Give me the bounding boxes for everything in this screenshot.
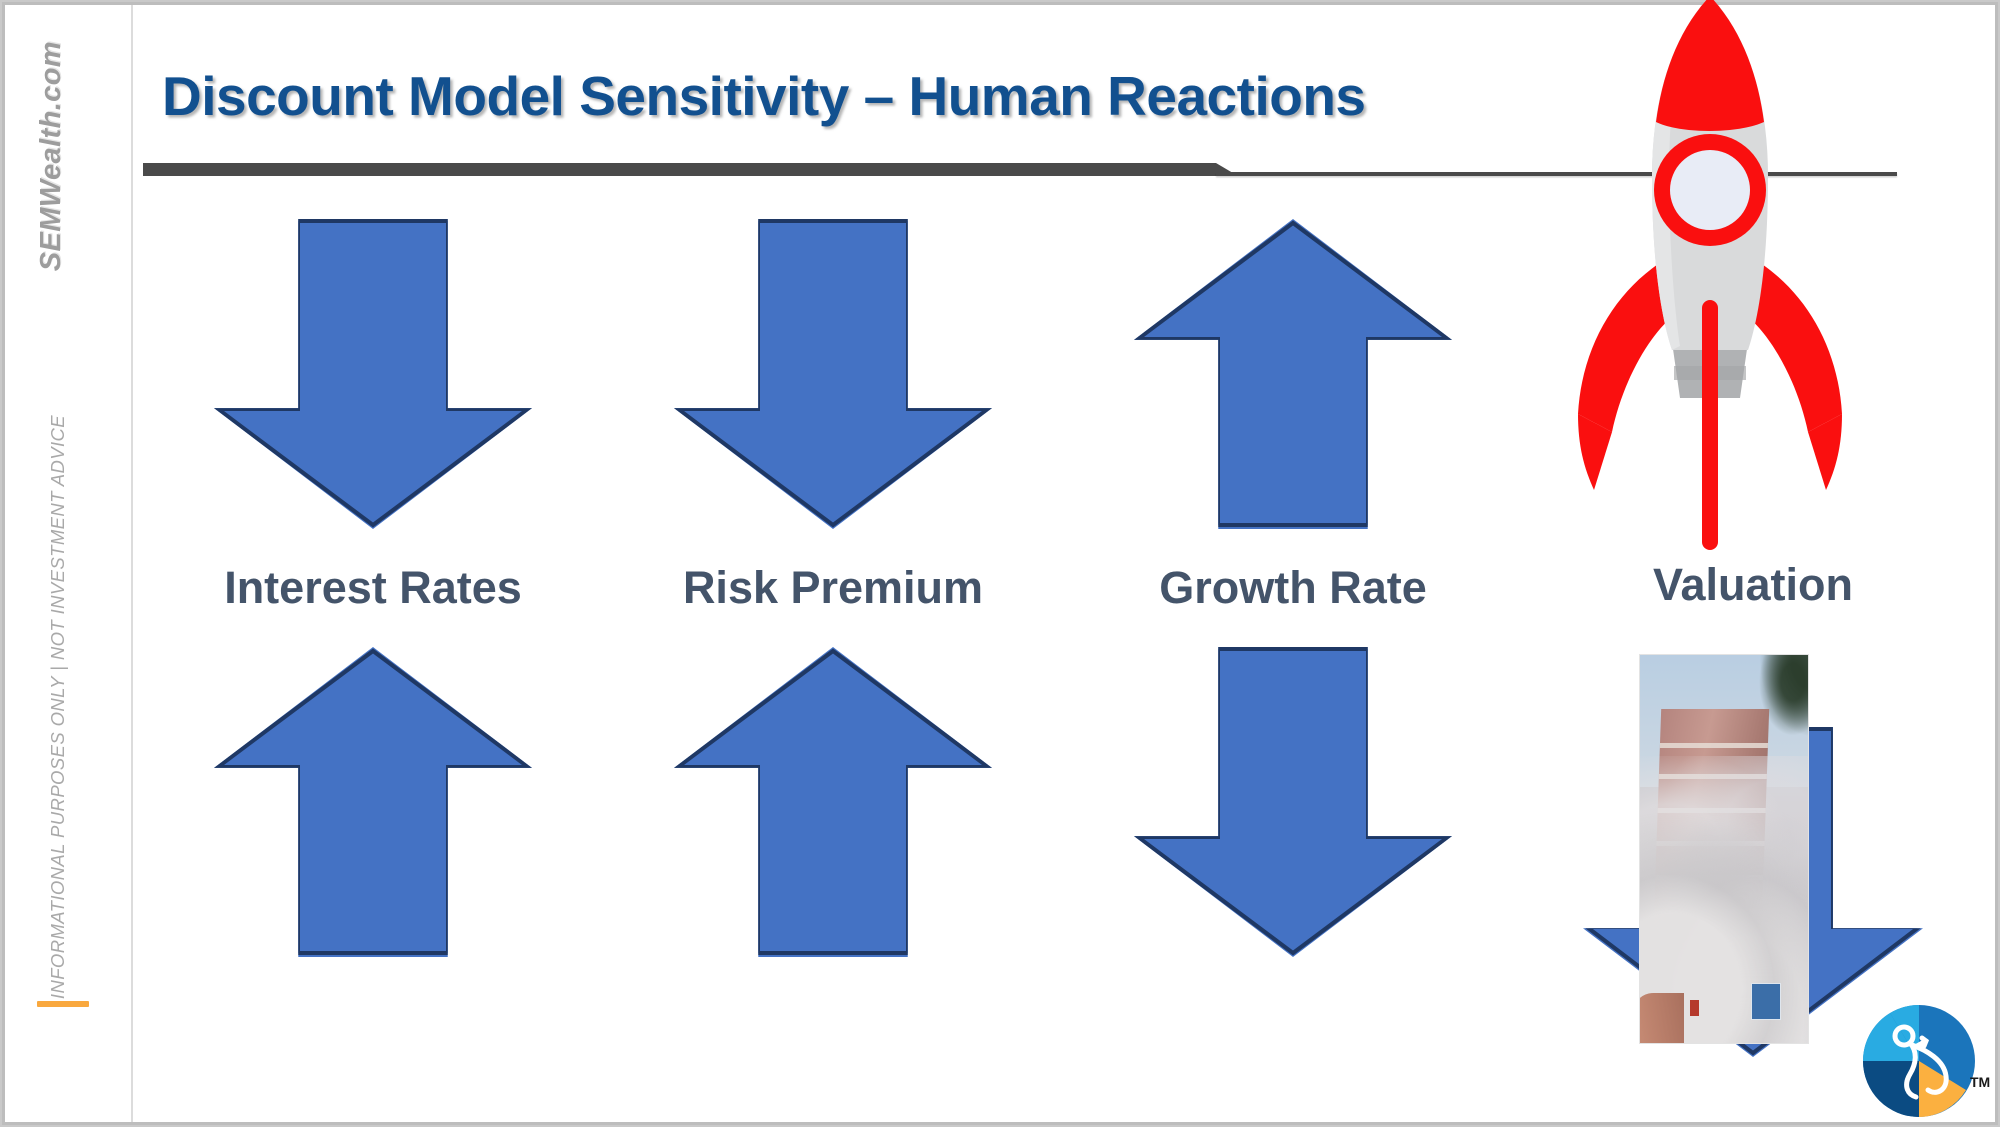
- arrow-slot-bottom: [143, 647, 603, 957]
- trademark-symbol: TM: [1970, 1074, 1991, 1090]
- arrow-slot-top: [603, 219, 1063, 529]
- arrow-slot-bottom: [603, 647, 1063, 957]
- header-divider: [143, 159, 1897, 177]
- photo-sign: [1750, 982, 1782, 1020]
- photo-red-marker: [1690, 1000, 1699, 1016]
- accent-dash: [37, 1001, 89, 1007]
- left-rail: SEMWealth.com INFORMATIONAL PURPOSES ONL…: [5, 5, 133, 1122]
- column-risk-premium: Risk Premium: [603, 207, 1063, 1107]
- arrow-up-icon: [214, 647, 532, 957]
- column-label: Valuation: [1652, 559, 1854, 610]
- disclaimer-text: INFORMATIONAL PURPOSES ONLY | NOT INVEST…: [47, 415, 68, 1000]
- column-interest-rates: Interest Rates: [143, 207, 603, 1107]
- column-label: Risk Premium: [682, 562, 984, 613]
- slide-frame-left: [2, 2, 5, 1125]
- brand-watermark: SEMWealth.com: [35, 41, 67, 272]
- header-divider-thick: [143, 163, 1238, 176]
- slide-frame-bottom: [2, 1122, 1998, 1125]
- column-growth-rate: Growth Rate: [1063, 207, 1523, 1107]
- column-label: Interest Rates: [224, 562, 522, 613]
- rocket-icon: [1560, 0, 1860, 574]
- building-demolition-photo: [1639, 654, 1809, 1044]
- arrow-down-icon: [674, 219, 992, 529]
- arrow-down-icon: [1134, 647, 1452, 957]
- photo-foreground: [1640, 992, 1684, 1043]
- arrow-slot-top: [143, 219, 603, 529]
- page-title: Discount Model Sensitivity – Human React…: [162, 65, 1366, 127]
- semwealth-logo-icon: [1860, 1002, 1978, 1120]
- arrow-up-icon: [1134, 219, 1452, 529]
- slide-frame-right: [1995, 2, 1998, 1125]
- arrow-slot-bottom: [1063, 647, 1523, 957]
- slide-frame-top: [2, 2, 1998, 5]
- arrow-down-icon: [214, 219, 532, 529]
- columns-container: Interest Rates Risk Premium: [143, 207, 1983, 1107]
- column-label: Growth Rate: [1159, 562, 1427, 613]
- arrow-up-icon: [674, 647, 992, 957]
- header-divider-thin: [1216, 172, 1897, 176]
- arrow-slot-top: [1063, 219, 1523, 529]
